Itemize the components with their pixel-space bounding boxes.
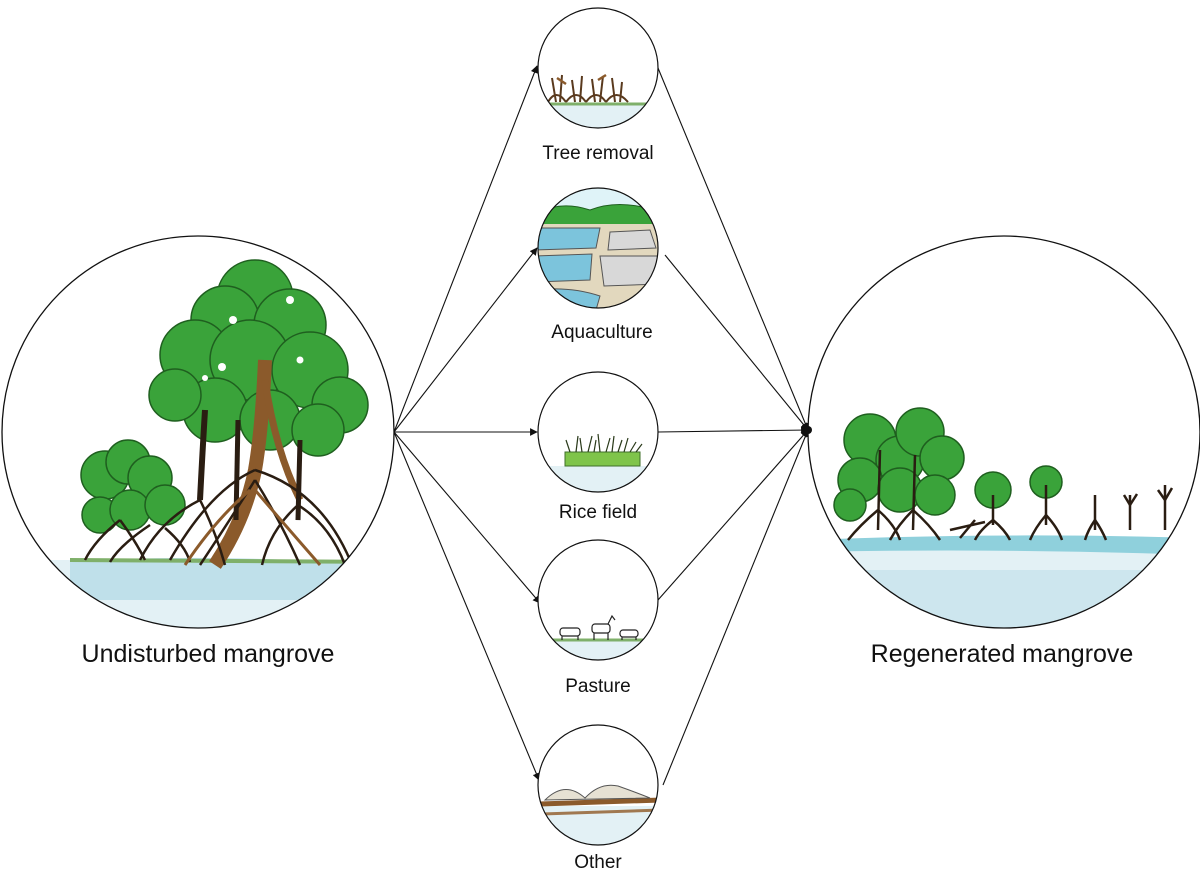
arrow-to-pasture	[393, 431, 541, 604]
regenerated-mangrove-label: Regenerated mangrove	[870, 640, 1134, 668]
aquaculture-label: Aquaculture	[551, 322, 653, 343]
aquaculture-illustration	[538, 188, 658, 308]
tree-removal-node	[537, 7, 659, 129]
undisturbed-mangrove-label: Undisturbed mangrove	[81, 640, 335, 668]
rice-field-node	[537, 371, 659, 493]
tree-removal-label: Tree removal	[542, 143, 654, 164]
aquaculture-node	[537, 187, 659, 309]
arrow-to-aquaculture	[393, 247, 538, 433]
other-label: Other	[574, 852, 622, 873]
other-node	[537, 724, 659, 846]
arrow-aquaculture-to-regenerated	[664, 254, 809, 431]
arrow-other-to-regenerated	[662, 429, 809, 786]
arrow-tree-removal-to-regenerated	[657, 67, 809, 431]
arrow-to-other	[393, 431, 540, 781]
arrow-pasture-to-regenerated	[657, 429, 809, 601]
arrow-to-tree-removal	[393, 65, 539, 433]
incoming-arrows	[657, 67, 809, 786]
regenerated-mangrove-node	[807, 235, 1200, 629]
outgoing-arrows	[393, 65, 541, 781]
pasture-label: Pasture	[565, 676, 631, 697]
arrow-rice-field-to-regenerated	[657, 426, 809, 434]
rice-field-label: Rice field	[558, 502, 638, 523]
undisturbed-mangrove-node	[1, 235, 395, 629]
pasture-node	[537, 539, 659, 661]
convergence-point	[804, 426, 812, 434]
